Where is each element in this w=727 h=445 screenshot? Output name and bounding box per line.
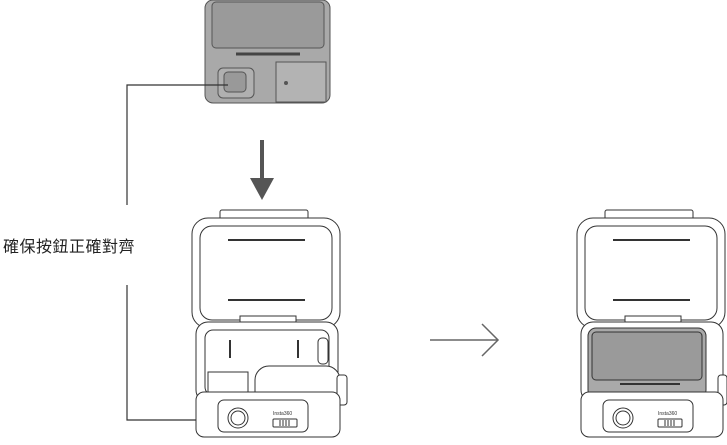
camera-module bbox=[204, 0, 331, 104]
closed-case-with-camera bbox=[576, 209, 727, 438]
instruction-label: 確保按鈕正確對齊 bbox=[3, 237, 136, 256]
open-case-left bbox=[191, 209, 348, 438]
case-brand-logo-right: Insta360 bbox=[658, 411, 677, 417]
down-arrow-icon bbox=[250, 140, 274, 200]
right-arrow-icon bbox=[430, 323, 500, 357]
case-brand-logo-left: Insta360 bbox=[273, 411, 292, 417]
